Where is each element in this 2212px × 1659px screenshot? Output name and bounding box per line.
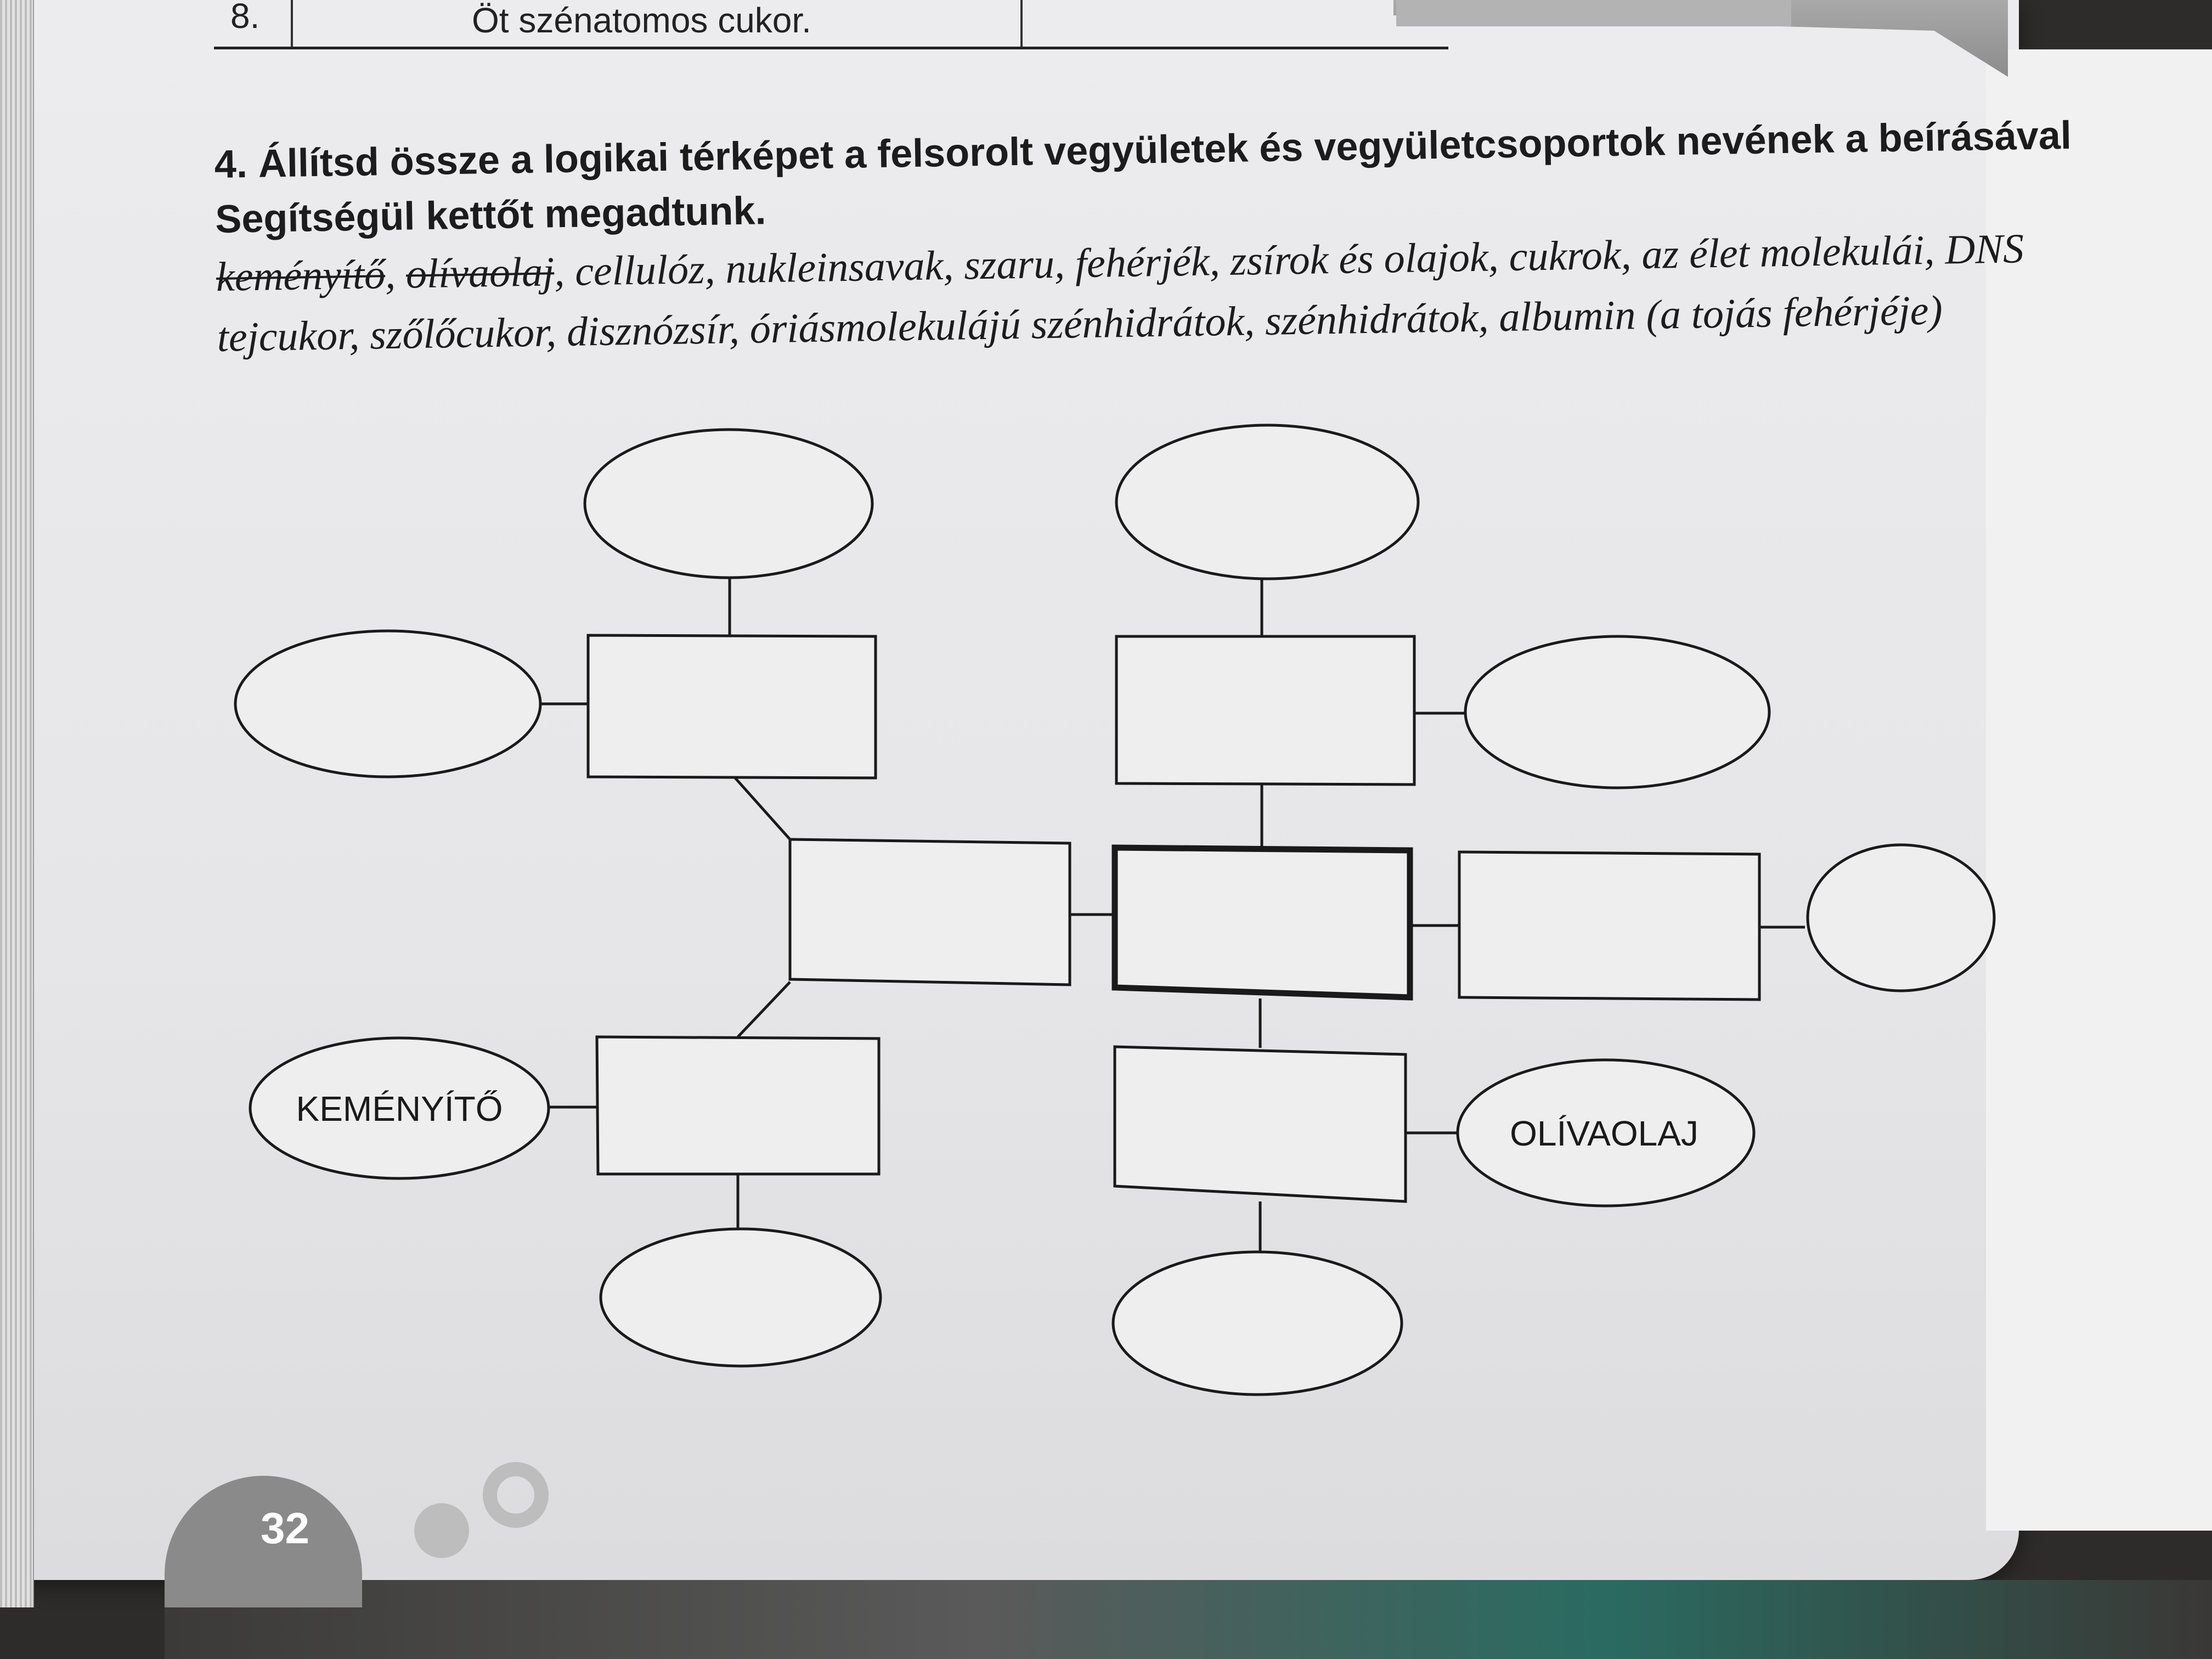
decorative-dot bbox=[414, 1503, 469, 1558]
given-label-keményítő: KEMÉNYÍTŐ bbox=[296, 1089, 503, 1128]
table-row-text: Öt szénatomos cukor. bbox=[472, 1, 811, 40]
blank-box[interactable] bbox=[1115, 635, 1416, 786]
given-label-olívaolaj: OLÍVAOLAJ bbox=[1510, 1114, 1699, 1153]
page-stack-edge bbox=[0, 0, 34, 1607]
book-page bbox=[22, 0, 2019, 1580]
blank-box[interactable] bbox=[1113, 1045, 1407, 1203]
blank-box[interactable] bbox=[586, 634, 877, 780]
given-ellipse-keményítő bbox=[249, 1036, 550, 1180]
blank-ellipse[interactable] bbox=[1806, 843, 1996, 992]
blank-box[interactable] bbox=[788, 838, 1071, 986]
decorative-ring bbox=[483, 1462, 549, 1528]
page-number: 32 bbox=[261, 1504, 309, 1553]
table-shaded-cell bbox=[1396, 0, 1791, 26]
blank-box[interactable] bbox=[1458, 850, 1761, 1001]
blank-ellipse[interactable] bbox=[234, 629, 542, 778]
connector-line bbox=[737, 981, 791, 1038]
table-cell-divider bbox=[1020, 0, 1023, 47]
table-row bbox=[214, 0, 1448, 49]
blank-ellipse[interactable] bbox=[1111, 1250, 1403, 1396]
table-cell-divider bbox=[291, 0, 293, 47]
table-row-number: 8. bbox=[230, 0, 260, 36]
central-box[interactable] bbox=[1111, 844, 1413, 1001]
blank-ellipse[interactable] bbox=[583, 428, 874, 579]
blank-ellipse[interactable] bbox=[1115, 424, 1420, 580]
given-ellipse-olívaolaj bbox=[1456, 1058, 1756, 1207]
blank-ellipse[interactable] bbox=[1464, 635, 1771, 789]
background-fabric bbox=[165, 1580, 2212, 1659]
blank-ellipse[interactable] bbox=[599, 1227, 882, 1368]
opposite-page bbox=[1986, 49, 2212, 1531]
blank-box[interactable] bbox=[595, 1035, 881, 1176]
connector-line bbox=[734, 777, 791, 840]
